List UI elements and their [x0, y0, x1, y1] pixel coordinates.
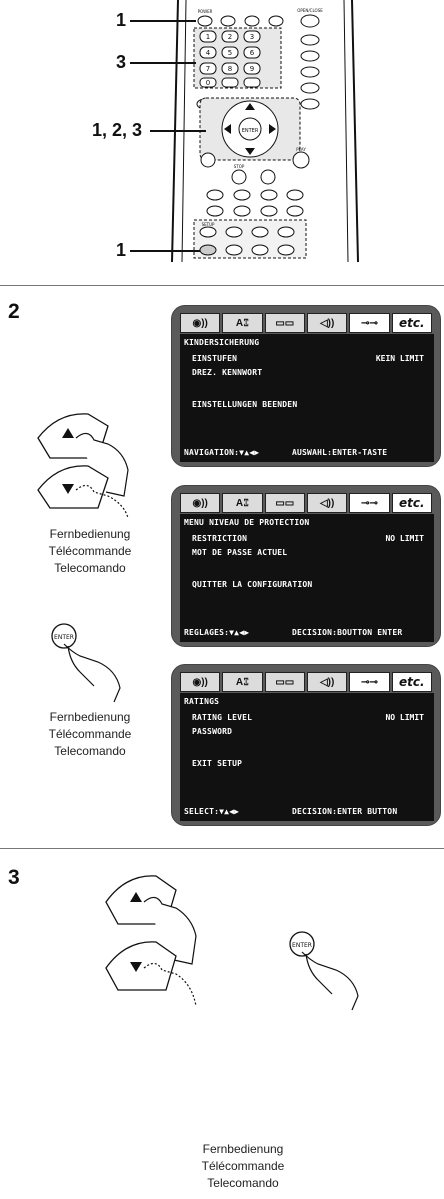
step-number: 2: [8, 300, 20, 323]
svg-text:ENTER: ENTER: [242, 128, 259, 134]
osd-screen: KINDERSICHERUNG EINSTUFEN KEIN LIMIT DRE…: [180, 334, 434, 462]
svg-text:0: 0: [206, 79, 210, 87]
leader-line: [130, 20, 196, 22]
osd-panel-german: ◉)) A⑄ ▭▭ ◁)) ⊸⊸ etc. KINDERSICHERUNG EI…: [171, 305, 441, 467]
remote-caption: Fernbedienung Télécommande Telecomando: [201, 1142, 285, 1190]
osd-tab-bar: ◉)) A⑄ ▭▭ ◁)) ⊸⊸ etc.: [180, 313, 434, 333]
osd-footer-right: AUSWAHL:ENTER-TASTE: [292, 448, 388, 457]
svg-text:7: 7: [206, 65, 210, 73]
osd-row-label: EXIT SETUP: [192, 759, 243, 768]
leader-line: [150, 130, 206, 132]
tab-key-icon: ⊸⊸: [349, 672, 390, 692]
section-divider: [0, 285, 444, 286]
osd-title: MENU NIVEAU DE PROTECTION: [184, 518, 310, 527]
osd-row-label: RATING LEVEL: [192, 713, 253, 722]
osd-row-label: RESTRICTION: [192, 534, 248, 543]
tab-video-icon: ▭▭: [264, 672, 305, 692]
svg-text:POWER: POWER: [198, 9, 213, 14]
osd-footer-right: DECISION:BOUTTON ENTER: [292, 628, 403, 637]
leader-line: [130, 250, 200, 252]
remote-caption: Fernbedienung Télécommande Telecomando: [48, 527, 132, 575]
svg-text:2: 2: [228, 33, 232, 41]
osd-title: RATINGS: [184, 697, 220, 706]
osd-row-label: EINSTELLUNGEN BEENDEN: [192, 400, 298, 409]
osd-footer-left: SELECT:▼▲◀▶: [184, 807, 240, 816]
svg-text:OPEN/CLOSE: OPEN/CLOSE: [297, 8, 323, 13]
tab-key-icon: ⊸⊸: [349, 313, 390, 333]
tab-video-icon: ▭▭: [264, 313, 305, 333]
tab-disc-icon: ◉)): [180, 672, 221, 692]
svg-text:SETUP: SETUP: [202, 222, 215, 227]
tab-audio-icon: ◁)): [306, 313, 348, 333]
svg-text:3: 3: [250, 33, 254, 41]
svg-text:ENTER: ENTER: [54, 634, 74, 641]
osd-footer-left: NAVIGATION:▼▲◀▶: [184, 448, 260, 457]
osd-screen: RATINGS RATING LEVEL NO LIMIT PASSWORD E…: [180, 693, 434, 821]
tab-etc: etc.: [391, 493, 432, 513]
osd-row-value: KEIN LIMIT: [375, 354, 424, 363]
osd-row-label: MOT DE PASSE ACTUEL: [192, 548, 288, 557]
tab-key-icon: ⊸⊸: [349, 493, 390, 513]
svg-text:5: 5: [228, 49, 232, 57]
svg-text:PLAY: PLAY: [296, 147, 306, 152]
tab-audio-icon: ◁)): [306, 493, 348, 513]
osd-screen: MENU NIVEAU DE PROTECTION RESTRICTION NO…: [180, 514, 434, 642]
callout-3-numpad: 3: [116, 52, 127, 72]
callout-123-dpad: 1, 2, 3: [92, 120, 143, 140]
svg-text:STOP: STOP: [234, 164, 245, 169]
svg-text:ENTER: ENTER: [292, 942, 312, 949]
osd-row-label: PASSWORD: [192, 727, 233, 736]
osd-footer-right: DECISION:ENTER BUTTON: [292, 807, 398, 816]
remote-caption: Fernbedienung Télécommande Telecomando: [48, 710, 132, 758]
tab-disc-icon: ◉)): [180, 493, 221, 513]
svg-text:6: 6: [250, 49, 255, 57]
svg-text:9: 9: [250, 65, 254, 73]
svg-text:8: 8: [228, 65, 232, 73]
hand-enter-icon: ENTER: [288, 930, 378, 1014]
osd-tab-bar: ◉)) A⑄ ▭▭ ◁)) ⊸⊸ etc.: [180, 493, 434, 513]
osd-row-value: NO LIMIT: [385, 534, 424, 543]
osd-panel-french: ◉)) A⑄ ▭▭ ◁)) ⊸⊸ etc. MENU NIVEAU DE PRO…: [171, 485, 441, 647]
hand-up-down-icon: [96, 868, 216, 1008]
osd-panel-english: ◉)) A⑄ ▭▭ ◁)) ⊸⊸ etc. RATINGS RATING LEV…: [171, 664, 441, 826]
tab-language-icon: A⑄: [222, 493, 263, 513]
osd-row-value: NO LIMIT: [385, 713, 424, 722]
hand-up-down-icon: [28, 408, 148, 520]
hand-enter-icon: ENTER: [50, 622, 140, 706]
tab-etc: etc.: [391, 313, 432, 333]
osd-row-label: EINSTUFEN: [192, 354, 238, 363]
svg-text:4: 4: [206, 49, 211, 57]
osd-row-label: QUITTER LA CONFIGURATION: [192, 580, 313, 589]
osd-title: KINDERSICHERUNG: [184, 338, 260, 347]
step-number: 3: [8, 866, 20, 889]
svg-text:1: 1: [206, 33, 210, 41]
tab-disc-icon: ◉)): [180, 313, 221, 333]
callout-1-setup: 1: [116, 240, 127, 260]
tab-language-icon: A⑄: [222, 672, 263, 692]
section-divider: [0, 848, 444, 849]
osd-tab-bar: ◉)) A⑄ ▭▭ ◁)) ⊸⊸ etc.: [180, 672, 434, 692]
tab-audio-icon: ◁)): [306, 672, 348, 692]
osd-footer-left: REGLAGES:▼▲◀▶: [184, 628, 250, 637]
callout-1-power: 1: [116, 10, 127, 30]
leader-line: [130, 62, 196, 64]
tab-language-icon: A⑄: [222, 313, 263, 333]
osd-row-label: DREZ. KENNWORT: [192, 368, 263, 377]
remote-illustration: 1 2 3 4 5 6 7 8 9 0 ENTER: [150, 0, 380, 263]
tab-etc: etc.: [391, 672, 432, 692]
tab-video-icon: ▭▭: [264, 493, 305, 513]
